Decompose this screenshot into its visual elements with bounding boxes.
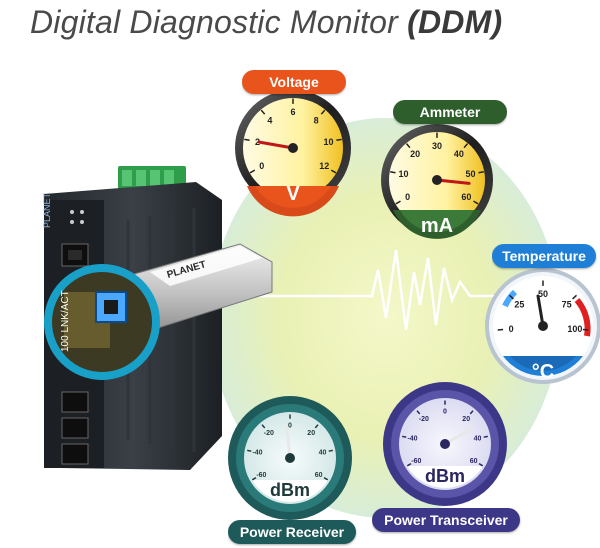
temperature-tick-mark [497, 328, 504, 331]
power-receiver-tick-label: 60 [315, 472, 323, 479]
power-transceiver-tick-mark [402, 435, 407, 438]
power-transceiver-tick-mark [469, 410, 474, 415]
power-transceiver-tick-label: -20 [419, 416, 429, 423]
voltage-tick-label: 0 [259, 161, 264, 171]
voltage-tick-label: 6 [290, 107, 295, 117]
temperature-tick-label: 50 [538, 289, 548, 299]
power-transceiver-tick-label: 20 [462, 416, 470, 423]
ammeter-tick-label: 10 [398, 169, 408, 179]
port-zoom-lens: 100 LNK/ACT [44, 264, 160, 380]
voltage-tick-label: 12 [319, 161, 329, 171]
port-label: 100 LNK/ACT [60, 290, 71, 352]
power-receiver-tick-label: -60 [256, 472, 266, 479]
ammeter-label: Ammeter [393, 100, 507, 124]
power-transceiver-tick-label: 0 [443, 408, 447, 415]
ammeter-tick-mark [390, 171, 396, 174]
voltage-tick-label: 8 [314, 116, 319, 126]
voltage-gauge: V 0 2 4 6 8 10 12 [235, 90, 351, 217]
page-title-main: Digital Diagnostic Monitor [30, 4, 399, 40]
power-receiver-tick-mark [247, 449, 252, 452]
voltage-tick-mark [260, 109, 266, 115]
ammeter-tick-mark [473, 200, 479, 205]
voltage-tick-label: 4 [267, 116, 272, 126]
temperature-tick-label: 75 [562, 300, 572, 310]
power-receiver-tick-label: 0 [288, 422, 292, 429]
temperature-gauge: °C 0 25 50 75 100 [485, 268, 600, 384]
power-receiver-unit: dBm [270, 480, 310, 500]
ammeter-tick-mark [405, 143, 411, 149]
power-transceiver-tick-label: 60 [470, 458, 478, 465]
temperature-tick-label: 100 [567, 324, 582, 334]
voltage-tick-mark [336, 138, 342, 142]
temperature-tick-mark [508, 294, 514, 300]
ammeter-tick-mark [463, 143, 469, 149]
power-transceiver-label: Power Transceiver [372, 508, 520, 532]
power-receiver-tick-mark [323, 476, 329, 481]
power-transceiver-unit: dBm [425, 466, 465, 486]
power-transceiver-tick-mark [416, 410, 421, 415]
power-receiver-needle [285, 425, 292, 460]
rj45-port [61, 443, 89, 465]
temperature-tick-mark [572, 294, 578, 300]
voltage-tick-mark [330, 169, 337, 174]
page-title-accent: (DDM) [407, 4, 503, 40]
voltage-label: Voltage [242, 70, 346, 94]
power-receiver-tick-mark [261, 424, 266, 429]
power-receiver-tick-mark [314, 424, 319, 429]
ammeter-needle [435, 178, 471, 185]
temperature-label: Temperature [492, 244, 596, 268]
ammeter-tick-label: 40 [454, 149, 464, 159]
power-transceiver-tick-label: -40 [407, 436, 417, 443]
ammeter-tick-label: 0 [405, 192, 410, 202]
power-transceiver-needle [443, 426, 474, 446]
ammeter-unit: mA [421, 215, 453, 237]
voltage-tick-mark [249, 169, 256, 174]
ammeter-tick-label: 60 [461, 192, 471, 202]
temperature-unit: °C [532, 361, 554, 383]
power-receiver-tick-mark [328, 449, 333, 452]
voltage-unit: V [286, 183, 300, 205]
ammeter-tick-mark [395, 200, 401, 205]
device-brand-label: PLANET [42, 192, 52, 228]
voltage-tick-label: 2 [255, 137, 260, 147]
power-transceiver-gauge: dBm -60 -40 -20 0 20 40 60 [383, 382, 507, 506]
temperature-tick-label: 0 [509, 324, 514, 334]
power-transceiver-tick-mark [478, 462, 484, 467]
ammeter-tick-label: 20 [410, 149, 420, 159]
power-receiver-tick-mark [251, 476, 257, 481]
power-receiver-tick-label: -40 [252, 450, 262, 457]
power-receiver-tick-label: 40 [319, 450, 327, 457]
voltage-tick-mark [244, 138, 250, 142]
power-receiver-gauge: dBm -60 -40 -20 0 20 40 60 [228, 396, 352, 520]
ammeter-tick-label: 50 [465, 169, 475, 179]
temperature-needle [536, 294, 545, 328]
power-receiver-tick-label: -20 [264, 430, 274, 437]
rj45-port [61, 391, 89, 413]
page-title: Digital Diagnostic Monitor (DDM) [30, 4, 502, 41]
ammeter-tick-label: 30 [432, 141, 442, 151]
temperature-tick-label: 25 [514, 300, 524, 310]
voltage-tick-mark [320, 109, 326, 115]
ammeter-tick-mark [478, 171, 484, 174]
power-receiver-label: Power Receiver [228, 520, 356, 544]
voltage-needle [257, 140, 295, 150]
power-transceiver-tick-label: -60 [411, 458, 421, 465]
power-transceiver-tick-mark [406, 462, 412, 467]
power-transceiver-tick-label: 40 [474, 436, 482, 443]
signal-line [215, 249, 520, 331]
rj45-port [61, 417, 89, 439]
temperature-tick-mark [582, 328, 589, 331]
power-transceiver-tick-mark [483, 435, 488, 438]
power-receiver-tick-label: 20 [307, 430, 315, 437]
voltage-tick-label: 10 [323, 137, 333, 147]
